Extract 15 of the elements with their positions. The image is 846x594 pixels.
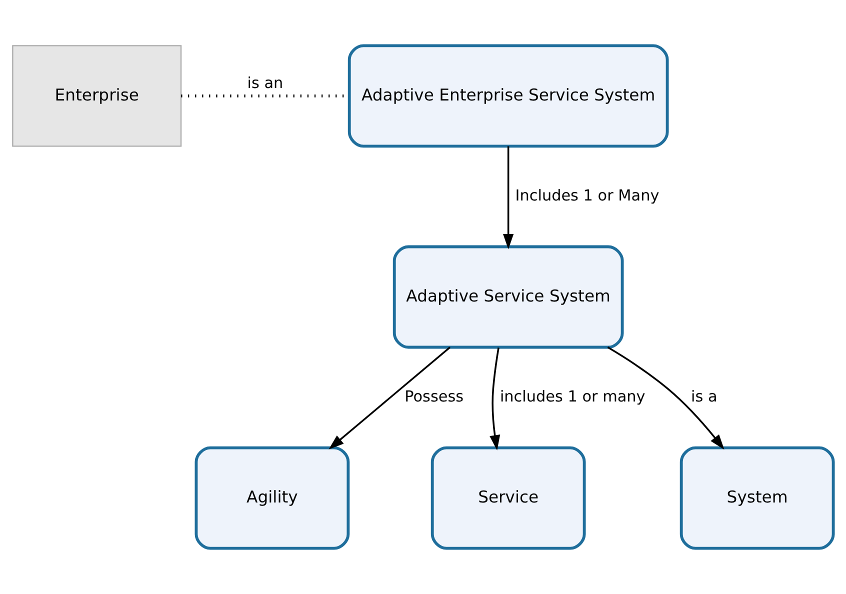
edge-label: Includes 1 or Many xyxy=(515,186,660,204)
arrow xyxy=(503,146,514,250)
node-box: Enterprise xyxy=(12,45,182,147)
node-box: Service xyxy=(430,446,586,550)
node-box: System xyxy=(680,446,835,550)
arrow xyxy=(328,346,451,450)
edge-label: is a xyxy=(690,388,718,406)
edge-label: Possess xyxy=(404,388,464,406)
edge-label: includes 1 or many xyxy=(500,388,646,406)
arrow xyxy=(490,348,500,450)
edge-label: is an xyxy=(247,74,284,92)
node-box: Adaptive Service System xyxy=(392,245,624,349)
arrow xyxy=(607,346,724,450)
node-box: Agility xyxy=(194,446,350,550)
node-box: Adaptive Enterprise Service System xyxy=(348,44,669,148)
